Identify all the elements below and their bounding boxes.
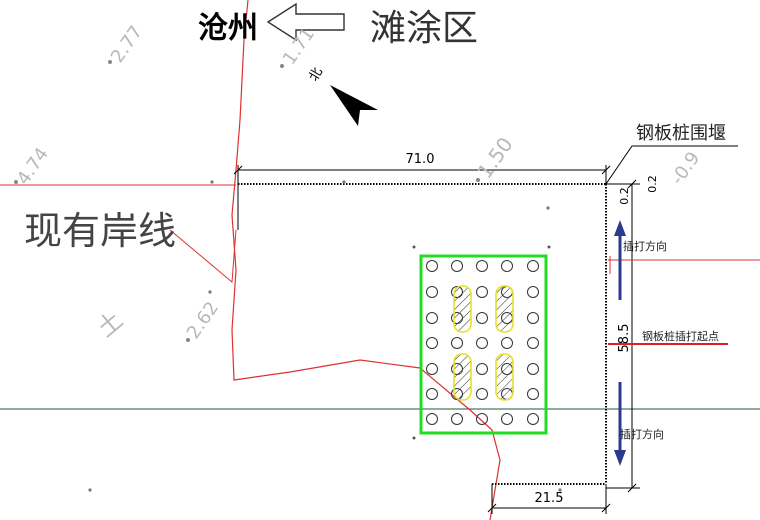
pile-circle	[476, 286, 488, 298]
dim-right	[606, 179, 640, 493]
pile-circle	[527, 388, 539, 400]
pile-circle	[426, 286, 438, 298]
drive-direction-top: 插打方向	[623, 239, 667, 253]
pile-circle	[476, 312, 488, 324]
pile-circle	[501, 337, 513, 349]
dim-right-label: 58.5	[617, 324, 632, 353]
pile-circle	[426, 337, 438, 349]
pile-circle	[426, 363, 438, 375]
pile-circle	[426, 413, 438, 425]
pile-circle	[501, 260, 513, 272]
pile-group-box	[419, 254, 548, 435]
pile-circle	[426, 312, 438, 324]
shoreline-pointer	[169, 229, 237, 284]
pile-circle	[426, 260, 438, 272]
spot-elev-5: -0.9	[667, 148, 704, 189]
district-label: 滩涂区	[370, 8, 478, 49]
pile-circle	[451, 260, 463, 272]
land-symbol: 土	[92, 306, 128, 343]
dim-bottom-label: 21.5	[535, 491, 564, 506]
pile-circle	[476, 388, 488, 400]
pile-circle	[426, 388, 438, 400]
dim-top-label: 71.0	[406, 152, 435, 167]
shoreline	[231, 0, 501, 520]
dim-right-small-2: 0.2	[646, 175, 659, 193]
pile-circle	[527, 413, 539, 425]
dim-right-small-1: 0.2	[618, 187, 631, 205]
drive-start-label: 钢板桩插打起点	[642, 329, 719, 343]
north-arrow-icon	[330, 85, 378, 126]
drive-arrow-down	[614, 382, 626, 466]
pile-circle	[476, 363, 488, 375]
pile-circle	[451, 413, 463, 425]
pile-circle	[527, 312, 539, 324]
pile-circle	[476, 413, 488, 425]
dim-bottom	[487, 484, 611, 514]
spot-elev-6: 2.62	[183, 298, 223, 343]
spot-elev-2: 1.71	[279, 24, 319, 69]
drive-arrow-up	[614, 220, 626, 300]
north-label: 北	[306, 65, 325, 84]
spot-elev-3: 4.74	[13, 144, 53, 189]
hatched-piles	[453, 285, 514, 401]
pile-circle	[476, 337, 488, 349]
cofferdam-outline	[237, 183, 607, 485]
pile-circle	[527, 363, 539, 375]
pile-circle	[527, 286, 539, 298]
direction-arrow-icon	[266, 2, 345, 42]
city-label: 沧州	[198, 11, 258, 46]
dim-top	[233, 165, 611, 184]
spot-elev-1: 2.77	[107, 22, 147, 67]
pile-circles	[426, 260, 539, 425]
pile-circle	[476, 260, 488, 272]
cofferdam-leader	[605, 145, 738, 185]
pile-circle	[527, 337, 539, 349]
pile-circle	[501, 413, 513, 425]
pile-circle	[451, 337, 463, 349]
pile-circle	[527, 260, 539, 272]
cofferdam-label: 钢板桩围堰	[636, 123, 726, 144]
spot-elev-4: 1.50	[472, 133, 517, 183]
coastline-label: 现有岸线	[24, 209, 176, 253]
drive-direction-bottom: 插打方向	[620, 427, 664, 441]
